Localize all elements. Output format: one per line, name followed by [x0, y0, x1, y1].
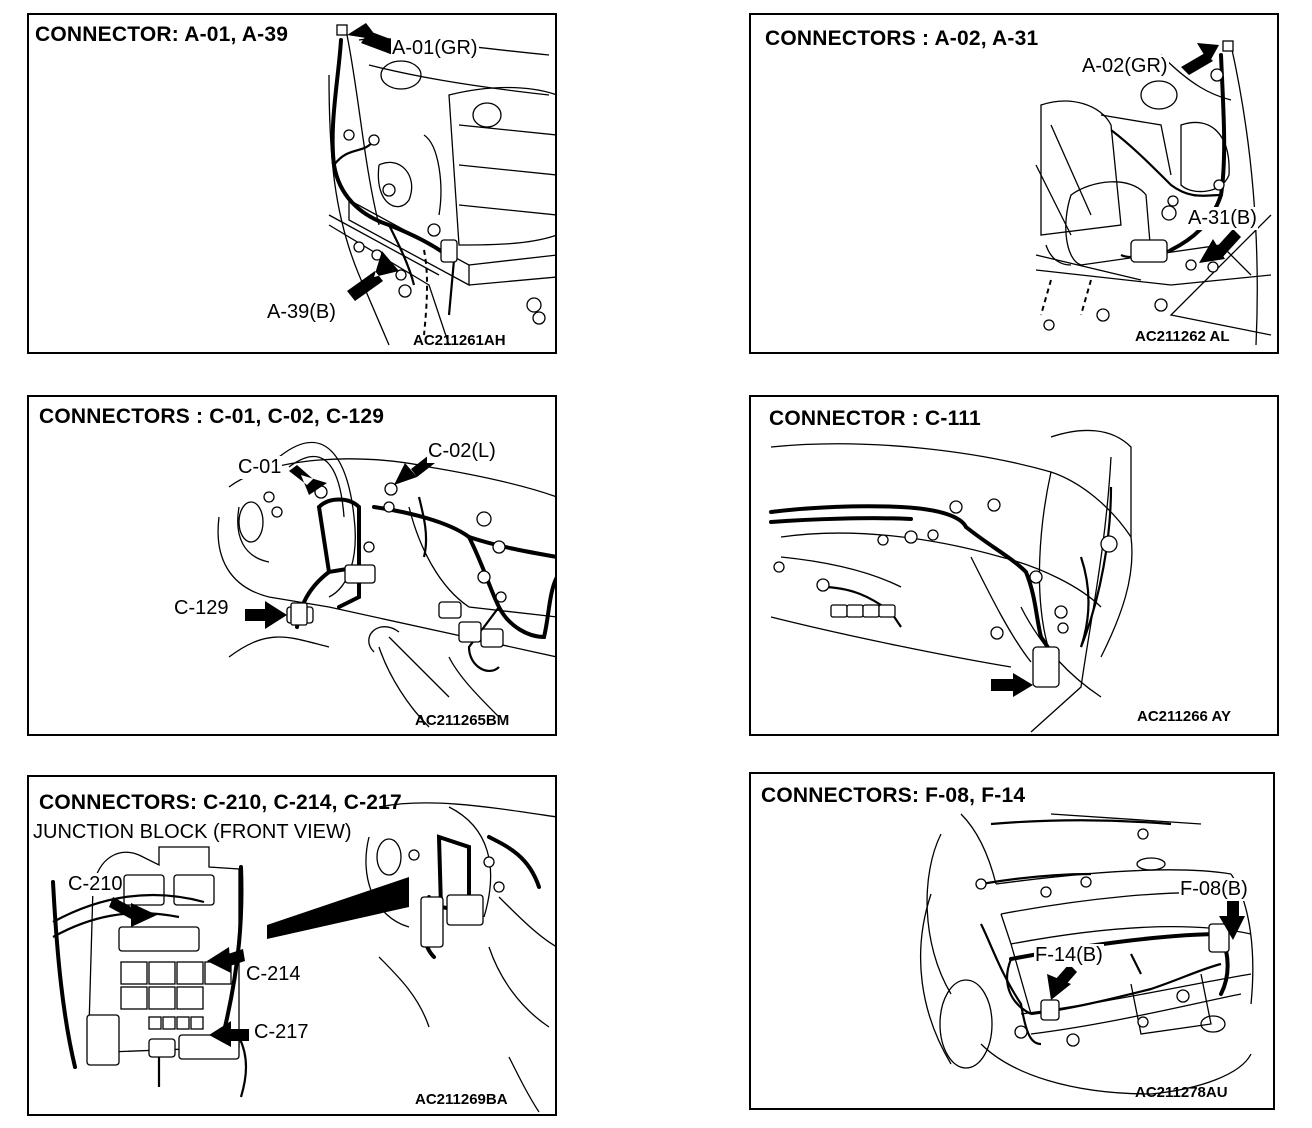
panel-c01-c02-c129: CONNECTORS : C-01, C-02, C-129 C-01 C-02… [27, 395, 557, 736]
panel-subtitle: JUNCTION BLOCK (FRONT VIEW) [33, 821, 352, 843]
panel-title: CONNECTOR : C-111 [769, 407, 981, 430]
connector-label-c217: C-217 [253, 1021, 310, 1044]
connector-label-c210: C-210 [67, 873, 124, 896]
connector-label-c02: C-02(L) [427, 440, 497, 463]
engine-bay-right-illustration [1035, 40, 1272, 346]
panel-c111: CONNECTOR : C-111 AC211266 AY [749, 395, 1279, 736]
rear-trunk-illustration [919, 813, 1254, 1095]
panel-c210-c214-c217: CONNECTORS: C-210, C-214, C-217 JUNCTION… [27, 775, 557, 1116]
connector-label-f14: F-14(B) [1034, 944, 1104, 967]
connector-label-c129: C-129 [173, 597, 230, 620]
junction-block-illustration [51, 802, 555, 1113]
figure-code: AC211266 AY [1137, 708, 1231, 725]
connector-label-c214: C-214 [245, 963, 302, 986]
panel-title: CONNECTORS : A-02, A-31 [765, 27, 1039, 50]
figure-code: AC211261AH [413, 332, 506, 349]
engine-bay-left-illustration [328, 23, 555, 346]
panel-a02-a31: CONNECTORS : A-02, A-31 A-02(GR) A-31(B)… [749, 13, 1279, 354]
door-harness-illustration [769, 429, 1133, 733]
panel-title: CONNECTOR: A-01, A-39 [35, 23, 289, 46]
connector-label-a31: A-31(B) [1187, 207, 1258, 230]
panel-title: CONNECTORS: F-08, F-14 [761, 784, 1026, 807]
panel-a01-a39: CONNECTOR: A-01, A-39 A-01(GR) A-39(B) A… [27, 13, 557, 354]
dashboard-illustration [217, 441, 555, 728]
figure-code: AC211278AU [1135, 1084, 1228, 1101]
connector-label-a39: A-39(B) [266, 301, 337, 324]
connector-label-a01: A-01(GR) [391, 37, 479, 60]
panel-title: CONNECTORS : C-01, C-02, C-129 [39, 405, 385, 428]
panel-title: CONNECTORS: C-210, C-214, C-217 [39, 791, 402, 814]
figure-code: AC211262 AL [1135, 328, 1230, 345]
connector-label-f08: F-08(B) [1179, 878, 1249, 901]
connector-label-a02: A-02(GR) [1081, 55, 1169, 78]
figure-code: AC211265BM [415, 712, 510, 729]
figure-code: AC211269BA [415, 1091, 508, 1108]
panel-f08-f14: CONNECTORS: F-08, F-14 F-08(B) F-14(B) A… [749, 772, 1275, 1110]
connector-label-c01: C-01 [237, 456, 283, 479]
